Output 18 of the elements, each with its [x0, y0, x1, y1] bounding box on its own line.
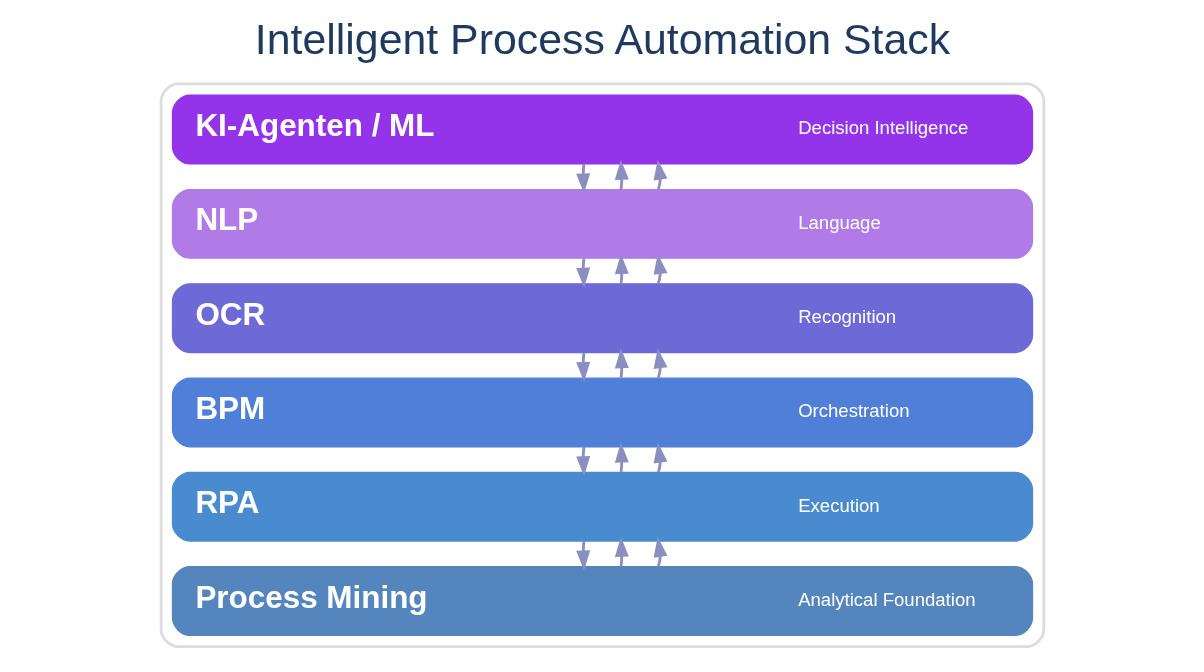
node-box: KI-Agenten / ML Decision Intelligence	[171, 94, 1033, 165]
arrow	[614, 254, 629, 284]
arrow	[614, 348, 629, 378]
arrow	[575, 163, 590, 194]
node-box: Process Mining Analytical Foundation	[171, 565, 1033, 636]
arrow	[575, 541, 590, 571]
arrow	[614, 536, 629, 567]
node-box: BPM Orchestration	[171, 377, 1033, 448]
arrow	[575, 446, 590, 477]
node-box: OCR Recognition	[171, 283, 1033, 354]
cluster	[159, 82, 1045, 649]
arrow	[614, 442, 629, 473]
arrow	[575, 258, 590, 288]
arrow	[614, 159, 629, 190]
node-box: NLP Language	[171, 188, 1033, 259]
arrow	[575, 352, 590, 383]
diagram-title: Intelligent Process Automation Stack	[254, 14, 950, 63]
node-box: RPA Execution	[171, 471, 1033, 542]
